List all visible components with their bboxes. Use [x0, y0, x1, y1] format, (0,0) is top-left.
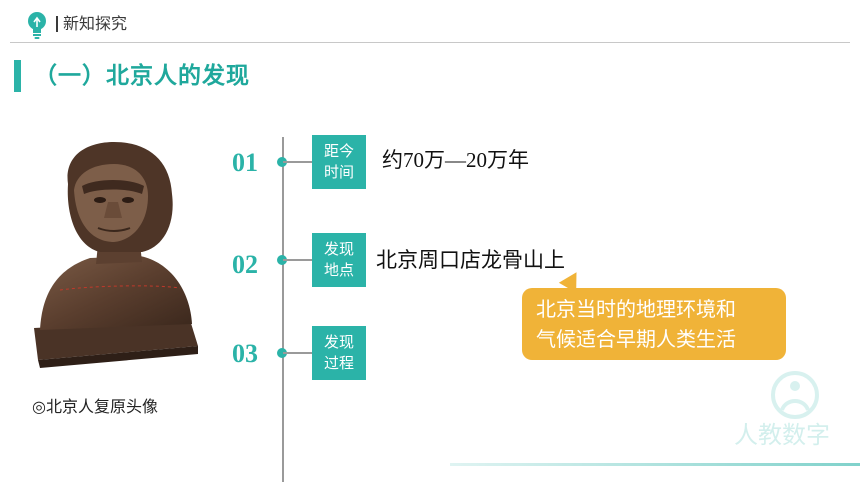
people-logo-icon	[771, 371, 819, 419]
timeline-dot	[277, 157, 287, 167]
callout-line: 北京当时的地理环境和	[536, 297, 736, 321]
photo-caption: ◎北京人复原头像	[32, 397, 158, 416]
bottom-decoration-line	[450, 463, 860, 466]
timeline-number-03: 03	[232, 339, 258, 368]
label-line: 距今	[323, 142, 354, 160]
timeline-text-place: 北京周口店龙骨山上	[376, 248, 565, 272]
timeline-label-time: 距今 时间	[312, 135, 366, 189]
timeline-label-process: 发现 过程	[312, 326, 366, 380]
section-accent-bar	[14, 60, 21, 92]
timeline-connector	[283, 161, 313, 163]
callout-line: 气候适合早期人类生活	[536, 327, 736, 351]
timeline-line	[282, 137, 284, 482]
timeline-connector	[283, 352, 313, 354]
section-title: （一）北京人的发现	[34, 63, 250, 89]
header-separator	[56, 16, 58, 32]
timeline-label-place: 发现 地点	[312, 233, 366, 287]
watermark-text: 人教数字	[734, 421, 830, 449]
callout-box: 北京当时的地理环境和 气候适合早期人类生活	[522, 288, 786, 360]
timeline-text-time: 约70万—20万年	[382, 148, 529, 172]
label-line: 发现	[323, 333, 354, 351]
label-line: 发现	[323, 240, 354, 258]
label-line: 地点	[323, 261, 354, 279]
header-divider	[10, 42, 850, 43]
label-line: 时间	[323, 163, 354, 181]
timeline-dot	[277, 255, 287, 265]
timeline-number-02: 02	[232, 250, 258, 279]
lightbulb-icon	[28, 12, 46, 39]
timeline-dot	[277, 348, 287, 358]
peking-man-bust-image	[34, 142, 198, 368]
header-title: 新知探究	[63, 14, 128, 33]
label-line: 过程	[323, 354, 354, 372]
timeline-number-01: 01	[232, 148, 258, 177]
timeline-connector	[283, 259, 313, 261]
